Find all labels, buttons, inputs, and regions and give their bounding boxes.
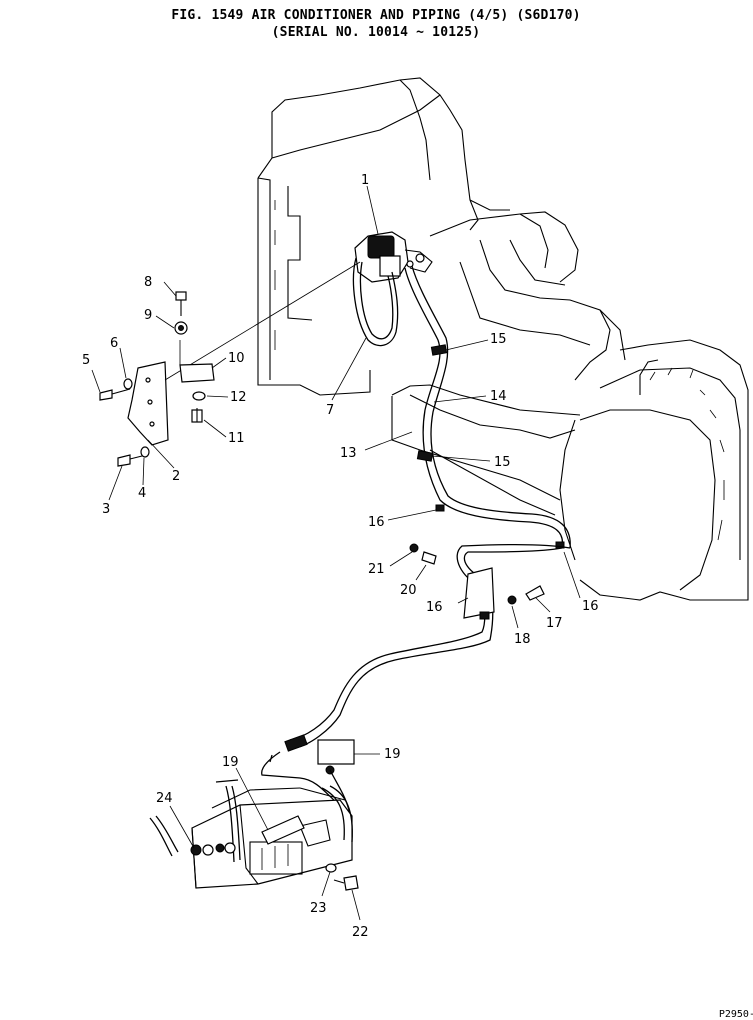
callout-4: 4 (138, 486, 146, 501)
callout-8: 8 (144, 275, 152, 290)
callout-labels: 1 2 3 4 5 6 7 8 9 10 11 12 13 14 15 15 1… (82, 173, 599, 940)
refrigerant-hoses (404, 265, 571, 549)
drawing-code: P2950-1 (718, 1009, 753, 1020)
callout-16-right: 16 (582, 599, 599, 614)
piping-run (261, 544, 571, 831)
callout-20: 20 (400, 583, 417, 598)
mount-bracket (99, 261, 361, 467)
leader-lines (91, 185, 581, 921)
callout-6: 6 (110, 336, 118, 351)
callout-23: 23 (310, 901, 327, 916)
compressor (354, 231, 433, 283)
callout-14: 14 (490, 389, 507, 404)
callout-16-middle: 16 (426, 600, 443, 615)
belt (352, 257, 399, 347)
callout-13: 13 (340, 446, 357, 461)
figure-serial-range: (SERIAL NO. 10014 ~ 10125) (271, 25, 481, 40)
callout-22: 22 (352, 925, 369, 940)
callout-9: 9 (144, 308, 152, 323)
fasteners (409, 543, 545, 605)
callout-18: 18 (514, 632, 531, 647)
engine-outline (257, 77, 749, 601)
condenser-unit (149, 779, 359, 891)
callout-15-lower: 15 (494, 455, 511, 470)
callout-11: 11 (228, 431, 245, 446)
callout-10: 10 (228, 351, 245, 366)
callout-21: 21 (368, 562, 385, 577)
callout-24: 24 (156, 791, 173, 806)
callout-12: 12 (230, 390, 247, 405)
callout-19-right: 19 (384, 747, 401, 762)
callout-5: 5 (82, 353, 90, 368)
callout-15-upper: 15 (490, 332, 507, 347)
callout-16-upper: 16 (368, 515, 385, 530)
callout-19-left: 19 (222, 755, 239, 770)
figure-title: FIG. 1549 AIR CONDITIONER AND PIPING (4/… (171, 8, 581, 23)
callout-17: 17 (546, 616, 563, 631)
callout-7: 7 (326, 403, 334, 418)
callout-3: 3 (102, 502, 110, 517)
callout-2: 2 (172, 469, 180, 484)
callout-1: 1 (361, 173, 369, 188)
